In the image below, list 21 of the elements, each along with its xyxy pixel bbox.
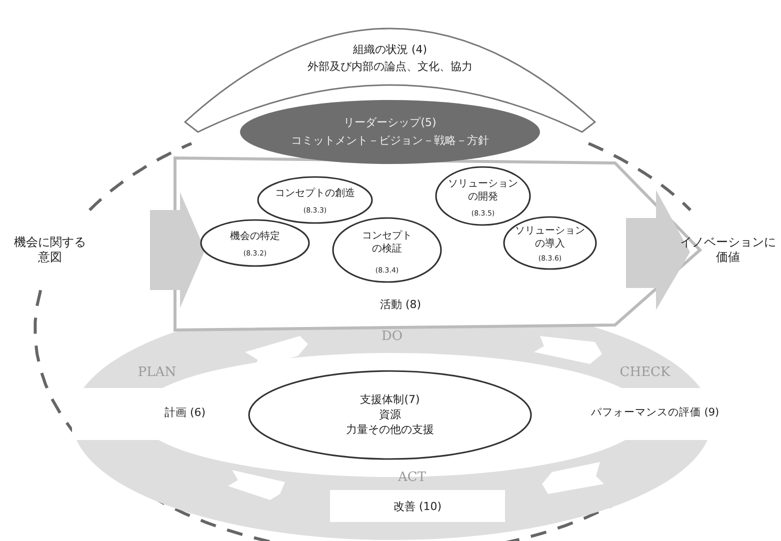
phase-label: PLAN (138, 364, 176, 382)
side-label: イノベーションに価値 (679, 235, 777, 265)
side-label: 機会に関する意図 (13, 235, 87, 265)
node-title: リーダーシップ(5) (344, 116, 436, 130)
node-text: 外部及び内部の論点、文化、協力 (308, 60, 472, 74)
stage-label: 計画 (6) (164, 406, 206, 420)
node-title: 支援体制(7) (360, 393, 420, 407)
node-text: 資源 (379, 408, 401, 422)
phase-label: DO (381, 328, 403, 346)
label-box: 改善 (10) (330, 490, 505, 522)
node-text: コミットメント－ビジョン－戦略－方針 (291, 134, 489, 148)
node-text: 力量その他の支援 (346, 423, 434, 437)
process-title: 機会の特定 (230, 230, 280, 244)
phase-label: ACT (398, 470, 426, 486)
process-title: ソリューションの開発 (447, 178, 519, 204)
stage-label: パフォーマンスの評価 (9) (590, 406, 720, 420)
phase-label: CHECK (620, 364, 670, 382)
node-title: 組織の状況 (4) (352, 43, 428, 57)
process-title: ソリューションの導入 (514, 226, 586, 250)
process-title: コンセプトの創造 (275, 188, 355, 200)
process-title: コンセプトの検証 (361, 230, 413, 256)
